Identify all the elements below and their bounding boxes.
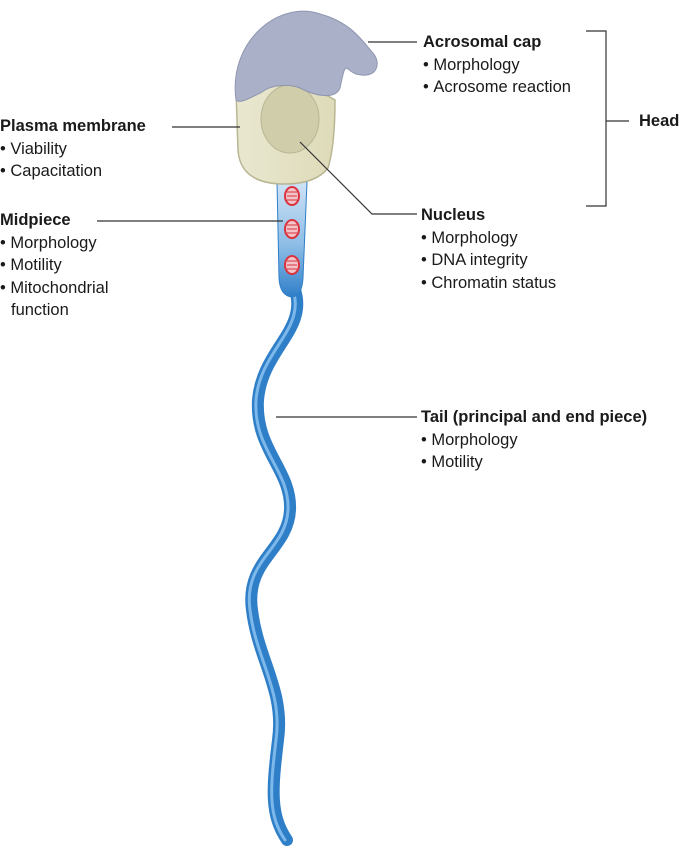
tail-shape xyxy=(245,284,304,846)
plasma-membrane-item: Capacitation xyxy=(0,160,146,183)
nucleus-label: Nucleus Morphology DNA integrity Chromat… xyxy=(421,204,556,294)
nucleus-shape xyxy=(260,84,320,154)
sperm-head xyxy=(234,10,378,185)
mitochondria xyxy=(284,186,300,275)
tail-highlight xyxy=(247,288,297,842)
leader-lines xyxy=(97,30,629,418)
tail-item: Morphology xyxy=(421,429,647,452)
plasma-membrane-item: Viability xyxy=(0,138,146,161)
midpiece-label: Midpiece Morphology Motility Mitochondri… xyxy=(0,209,109,322)
midpiece-item: Mitochondrial xyxy=(0,277,108,300)
tail-title: Tail (principal and end piece) xyxy=(421,408,648,426)
head-bracket xyxy=(586,30,629,207)
midpiece-item-continuation: function xyxy=(11,301,69,319)
acrosomal-cap-label: Acrosomal cap Morphology Acrosome reacti… xyxy=(423,31,571,99)
acrosomal-cap-item: Morphology xyxy=(423,54,571,77)
nucleus-title: Nucleus xyxy=(421,206,486,224)
acrosomal-cap-shape xyxy=(234,10,378,102)
head-title: Head xyxy=(639,112,680,130)
plasma-membrane-label: Plasma membrane Viability Capacitation xyxy=(0,115,146,183)
plasma-membrane-title: Plasma membrane xyxy=(0,117,146,135)
tail-label: Tail (principal and end piece) Morpholog… xyxy=(421,406,647,474)
nucleus-item: DNA integrity xyxy=(421,249,556,272)
leader-line-nucleus xyxy=(299,141,417,215)
midpiece-item: Morphology xyxy=(0,232,109,255)
midpiece-title: Midpiece xyxy=(0,211,71,229)
nucleus-item: Chromatin status xyxy=(421,272,556,295)
tail-item: Motility xyxy=(421,451,647,474)
acrosomal-cap-title: Acrosomal cap xyxy=(423,33,542,51)
acrosomal-cap-item: Acrosome reaction xyxy=(423,76,571,99)
midpiece xyxy=(276,181,308,298)
midpiece-item: Motility xyxy=(0,254,109,277)
head-label: Head xyxy=(639,110,679,133)
tail xyxy=(245,284,304,846)
nucleus-item: Morphology xyxy=(421,227,556,250)
